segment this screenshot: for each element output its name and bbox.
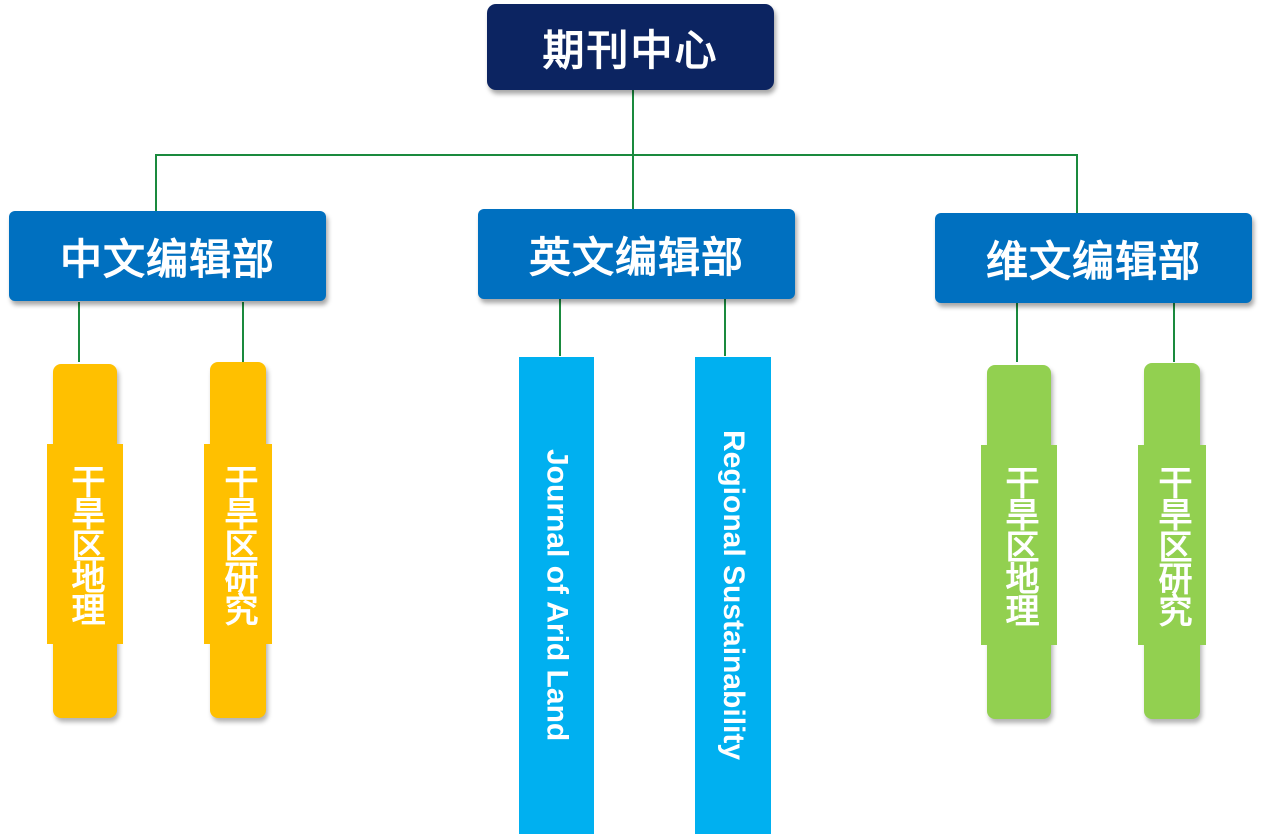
connector-to-uyghur-dept xyxy=(1076,154,1078,213)
journal-chinese-arid-geography: 干旱区地理 xyxy=(47,364,123,718)
journal-label: 干旱区地理 xyxy=(65,464,105,624)
dept-chinese-editorial: 中文编辑部 xyxy=(9,211,326,301)
connector-chinese-2 xyxy=(242,302,244,362)
journal-chinese-arid-research: 干旱区研究 xyxy=(204,362,272,718)
connector-to-chinese-dept xyxy=(155,154,157,211)
journal-uyghur-arid-geography: 干旱区地理 xyxy=(981,365,1057,719)
journal-english-arid-land: Journal of Arid Land xyxy=(519,357,594,834)
journal-label: 干旱区研究 xyxy=(218,464,258,624)
journal-uyghur-arid-research: 干旱区研究 xyxy=(1138,363,1206,719)
connector-uyghur-2 xyxy=(1173,302,1175,362)
journal-label: 干旱区研究 xyxy=(1152,465,1192,625)
journal-english-regional-sustainability: Regional Sustainability xyxy=(695,357,771,834)
connector-chinese-1 xyxy=(78,302,80,362)
dept-uyghur-editorial: 维文编辑部 xyxy=(935,213,1252,303)
connector-horizontal-bus xyxy=(155,154,1078,156)
connector-uyghur-1 xyxy=(1016,302,1018,362)
dept-label: 英文编辑部 xyxy=(528,232,744,282)
connector-english-2 xyxy=(724,298,726,356)
journal-label: Journal of Arid Land xyxy=(540,449,574,742)
connector-english-1 xyxy=(559,298,561,356)
dept-label: 维文编辑部 xyxy=(985,236,1201,286)
root-node-journal-center: 期刊中心 xyxy=(487,4,774,90)
dept-english-editorial: 英文编辑部 xyxy=(478,209,795,299)
root-label: 期刊中心 xyxy=(542,25,719,75)
connector-root-down xyxy=(632,90,634,210)
journal-label: Regional Sustainability xyxy=(717,430,750,761)
dept-label: 中文编辑部 xyxy=(59,234,275,284)
journal-label: 干旱区地理 xyxy=(999,465,1039,625)
